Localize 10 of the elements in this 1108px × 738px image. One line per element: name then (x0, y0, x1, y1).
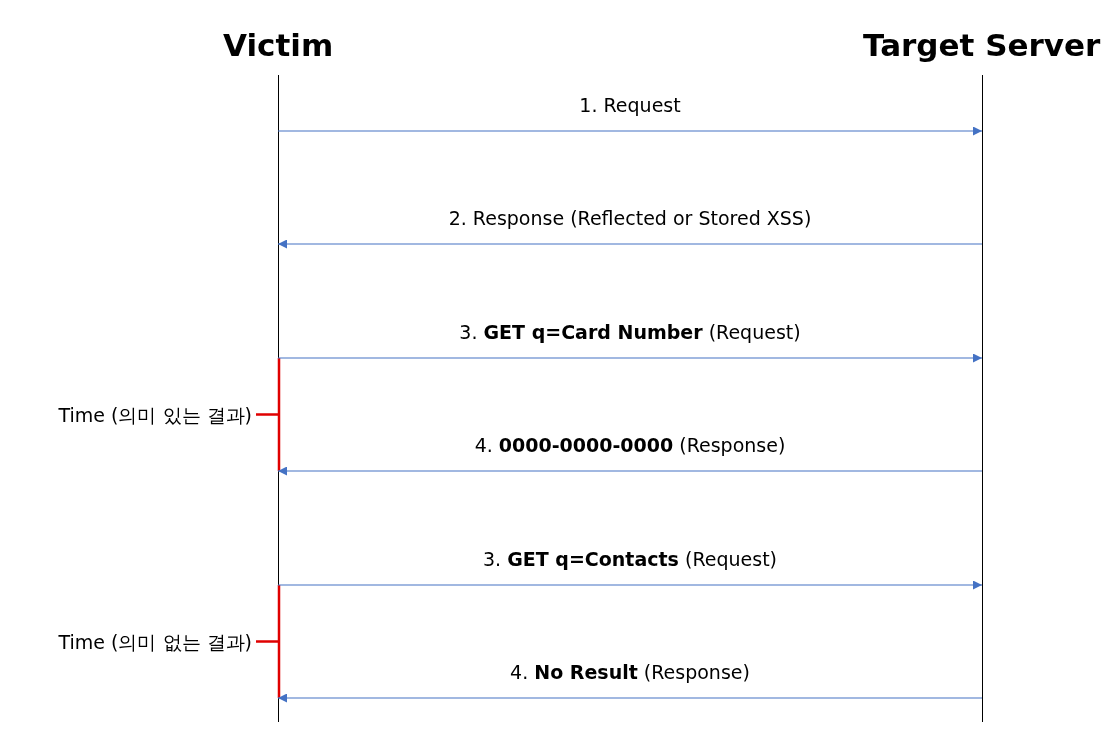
message-arrow (277, 126, 983, 136)
message-arrow (277, 239, 983, 249)
message-arrow (277, 693, 983, 703)
participant-heading: Victim (223, 26, 334, 64)
message-arrow (277, 353, 983, 363)
message-arrow (277, 466, 983, 476)
time-label: Time (의미 없는 결과) (58, 629, 252, 654)
message-arrow (277, 580, 983, 590)
time-label: Time (의미 있는 결과) (58, 402, 252, 427)
participant-heading: Target Server (863, 26, 1101, 64)
